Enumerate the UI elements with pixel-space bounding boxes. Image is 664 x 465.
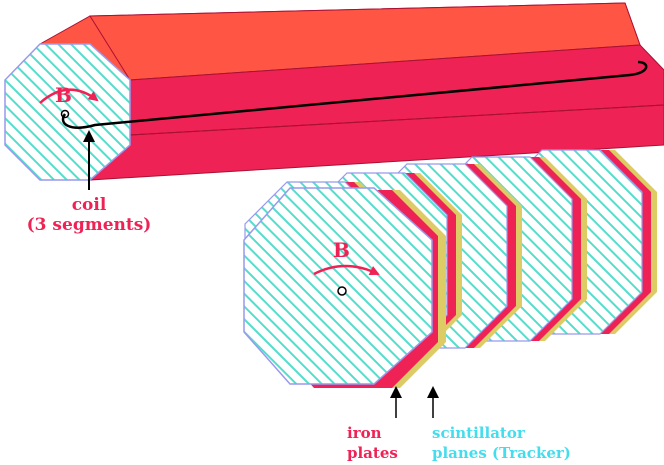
iron-label-line1: iron xyxy=(347,424,382,442)
iron-label-line2: plates xyxy=(347,444,398,462)
b-field-label-top: B xyxy=(55,83,72,107)
coil-label-line2: (3 segments) xyxy=(27,215,152,235)
coil-wire xyxy=(61,60,648,129)
scintillator-label-line2: planes (Tracker) xyxy=(432,444,571,462)
plate-stack xyxy=(243,149,657,418)
detector-prism xyxy=(4,2,664,190)
b-field-label-bottom: B xyxy=(333,238,350,262)
coil-hole-bottom xyxy=(337,286,347,296)
scintillator-label-line1: scintillator xyxy=(432,424,526,442)
plate-front xyxy=(243,187,446,388)
b-field-arrow-top xyxy=(39,88,99,104)
coil-label-line1: coil xyxy=(72,195,107,215)
b-field-arrow-bottom xyxy=(313,264,380,276)
